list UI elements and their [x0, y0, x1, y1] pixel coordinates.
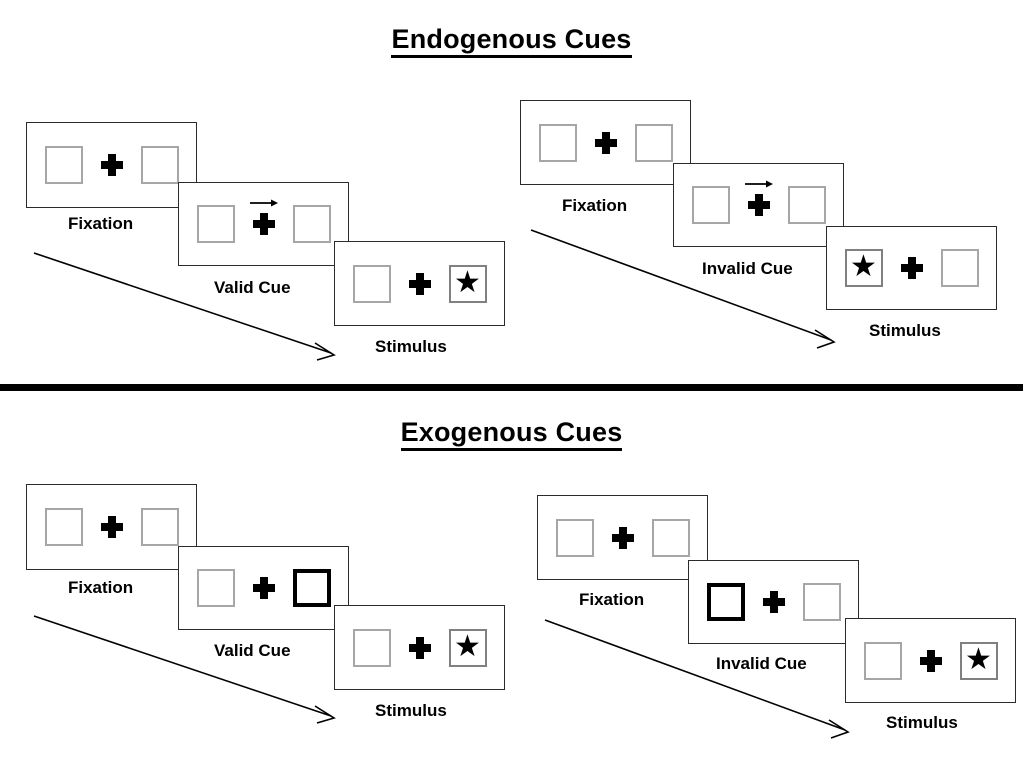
star-icon: ★ — [454, 265, 481, 299]
stim-box-right — [292, 205, 331, 243]
stim-box-left — [196, 569, 235, 607]
panel-inner — [44, 146, 179, 184]
panel-inner: ★ — [352, 628, 487, 667]
stim-box-left — [196, 205, 235, 243]
panel-inner — [706, 583, 841, 621]
caption-exogenous-invalid-cue: Invalid Cue — [716, 654, 807, 673]
caption-endogenous-invalid-cue: Invalid Cue — [702, 259, 793, 278]
fixation-cross-icon — [594, 131, 617, 154]
panel-inner: ★ — [863, 641, 998, 680]
panel-inner — [196, 569, 331, 607]
section-divider — [0, 384, 1023, 391]
stim-box-left: ★ — [844, 249, 883, 287]
panel-exogenous-invalid-cue[interactable] — [688, 560, 859, 644]
stim-box-left — [44, 508, 83, 546]
stim-box-right — [802, 583, 841, 621]
arrow-right-icon — [744, 180, 773, 188]
caption-endogenous-valid-fixation: Fixation — [68, 214, 134, 233]
caption-endogenous-valid-stimulus: Stimulus — [375, 337, 447, 356]
panel-endogenous-invalid-fixation[interactable] — [520, 100, 691, 185]
panel-inner — [196, 199, 331, 243]
stim-box-left — [44, 146, 83, 184]
panel-exogenous-valid-fixation[interactable] — [26, 484, 197, 570]
stim-box-right — [140, 146, 179, 184]
panel-endogenous-invalid-stimulus[interactable]: ★ — [826, 226, 997, 310]
fixation-cross-icon — [100, 516, 123, 538]
section-title-endogenous-text: Endogenous Cues — [391, 24, 632, 58]
panel-inner — [691, 180, 826, 224]
caption-exogenous-valid-cue: Valid Cue — [214, 641, 291, 660]
panel-inner — [555, 518, 690, 557]
panel-exogenous-invalid-stimulus[interactable]: ★ — [845, 618, 1016, 703]
star-icon: ★ — [965, 642, 992, 676]
stim-box-left — [538, 123, 577, 162]
caption-exogenous-invalid-stimulus: Stimulus — [886, 713, 958, 732]
panel-endogenous-valid-fixation[interactable] — [26, 122, 197, 208]
arrow-right-icon — [249, 199, 278, 207]
caption-endogenous-invalid-fixation: Fixation — [562, 196, 628, 215]
stim-box-right: ★ — [448, 264, 487, 303]
caption-endogenous-invalid-stimulus: Stimulus — [869, 321, 941, 340]
stim-box-right: ★ — [959, 641, 998, 680]
fixation-cross-icon — [762, 591, 785, 613]
stim-box-right — [787, 186, 826, 224]
stim-box-left — [352, 628, 391, 667]
stim-box-right: ★ — [448, 628, 487, 667]
section-title-endogenous: Endogenous Cues — [0, 24, 1023, 58]
stim-box-right — [651, 518, 690, 557]
panel-endogenous-valid-stimulus[interactable]: ★ — [334, 241, 505, 326]
stim-box-left — [863, 641, 902, 680]
panel-inner — [538, 123, 673, 162]
stim-box-right — [140, 508, 179, 546]
panel-exogenous-valid-cue[interactable] — [178, 546, 349, 630]
stim-box-left — [352, 264, 391, 303]
fixation-cross-icon — [249, 199, 278, 235]
fixation-cross-icon — [100, 154, 123, 176]
stim-box-left — [555, 518, 594, 557]
fixation-cross-icon — [900, 257, 923, 279]
stim-box-left — [691, 186, 730, 224]
stim-box-right — [940, 249, 979, 287]
panel-inner: ★ — [844, 249, 979, 287]
stim-box-right — [634, 123, 673, 162]
section-title-exogenous: Exogenous Cues — [0, 417, 1023, 451]
fixation-cross-icon — [252, 577, 275, 599]
panel-inner — [44, 508, 179, 546]
section-title-exogenous-text: Exogenous Cues — [400, 417, 623, 451]
panel-endogenous-invalid-cue[interactable] — [673, 163, 844, 247]
stim-box-right-cued — [292, 569, 331, 607]
panel-exogenous-invalid-fixation[interactable] — [537, 495, 708, 580]
fixation-cross-icon — [744, 180, 773, 216]
panel-inner: ★ — [352, 264, 487, 303]
caption-exogenous-valid-stimulus: Stimulus — [375, 701, 447, 720]
star-icon: ★ — [454, 629, 481, 663]
fixation-cross-icon — [611, 526, 634, 549]
fixation-cross-icon — [408, 272, 431, 295]
caption-exogenous-invalid-fixation: Fixation — [579, 590, 645, 609]
star-icon: ★ — [850, 250, 877, 283]
stim-box-left-cued — [706, 583, 745, 621]
caption-endogenous-valid-cue: Valid Cue — [214, 278, 291, 297]
panel-exogenous-valid-stimulus[interactable]: ★ — [334, 605, 505, 690]
caption-exogenous-valid-fixation: Fixation — [68, 578, 134, 597]
panel-endogenous-valid-cue[interactable] — [178, 182, 349, 266]
fixation-cross-icon — [919, 649, 942, 672]
fixation-cross-icon — [408, 636, 431, 659]
